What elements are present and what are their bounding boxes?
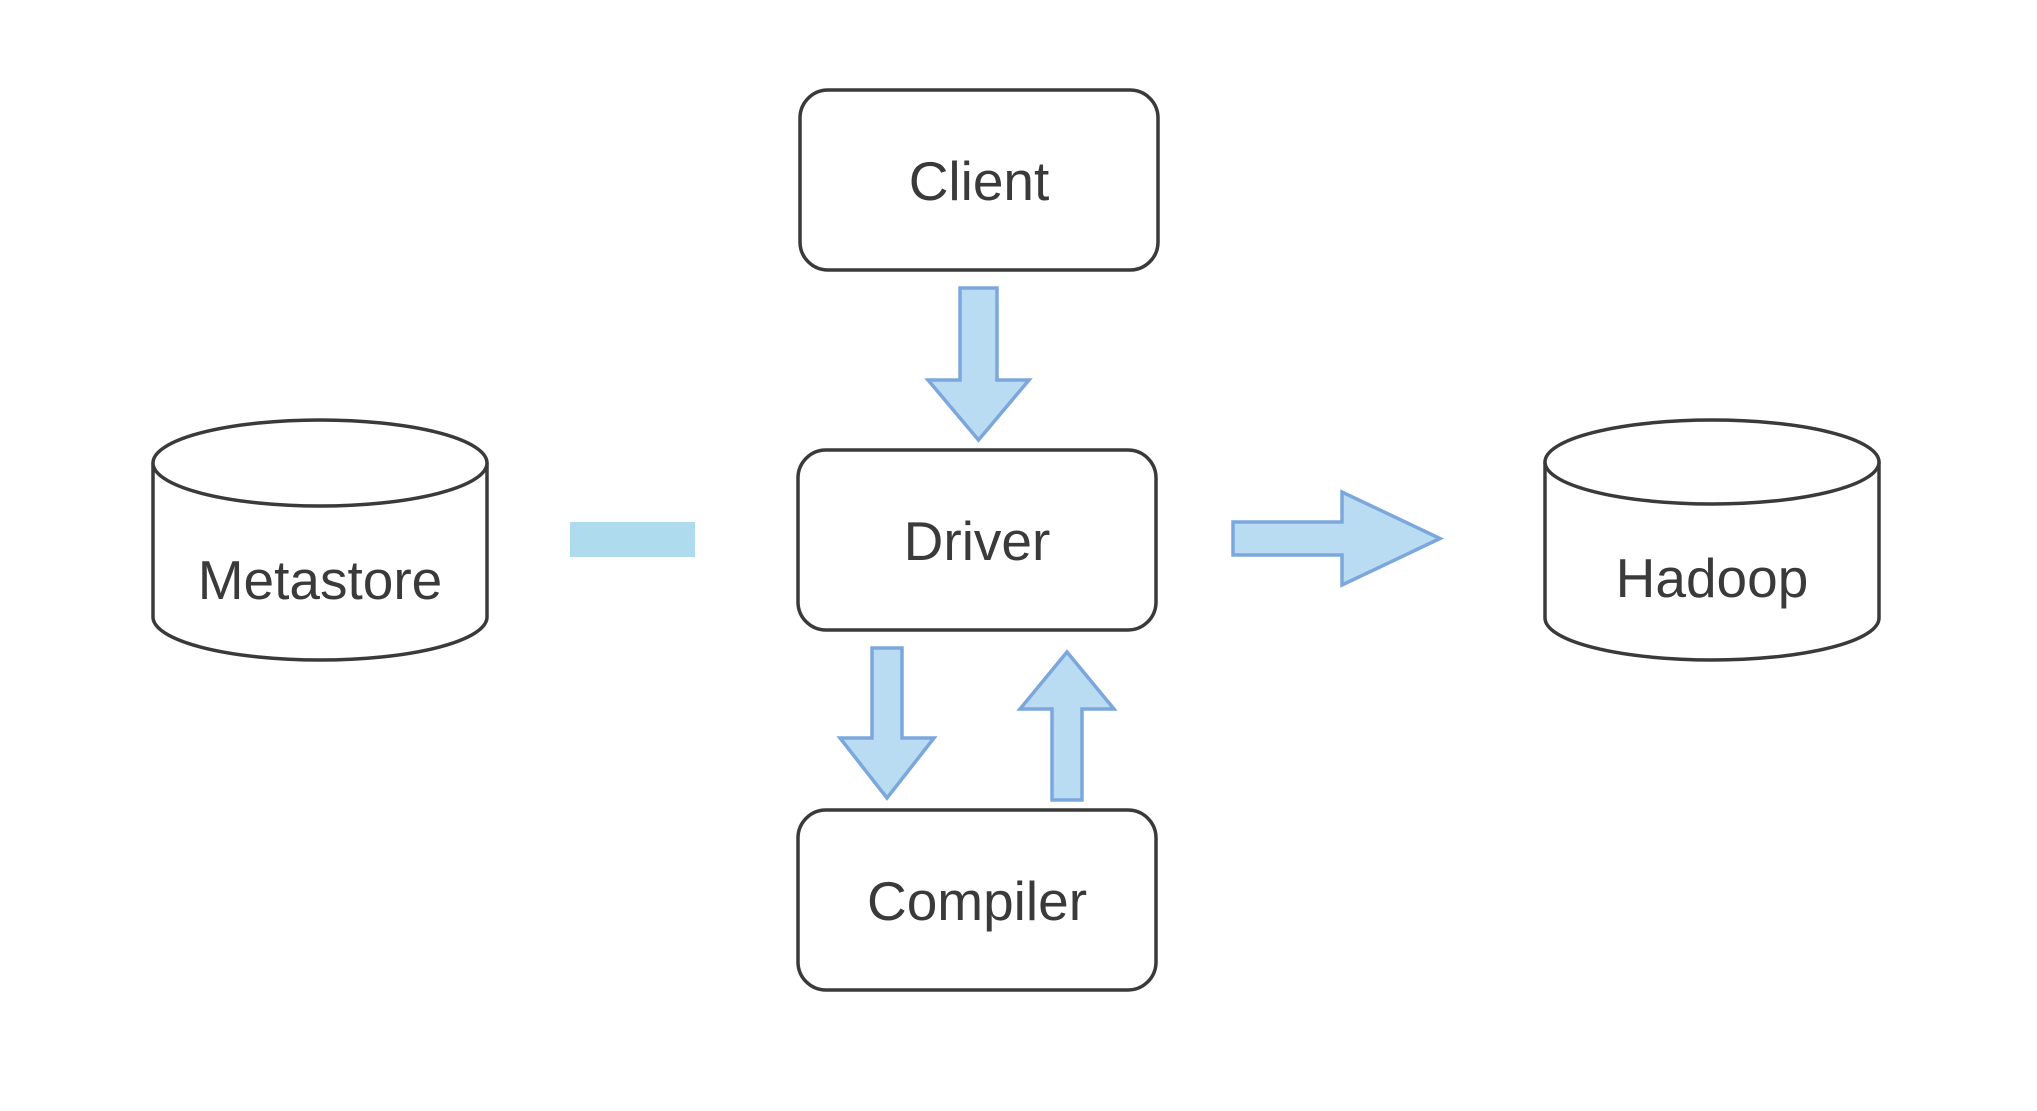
node-client-label: Client	[909, 150, 1050, 212]
node-metastore: Metastore	[151, 418, 489, 662]
arrow-client-to-driver	[924, 286, 1033, 443]
node-hadoop-label: Hadoop	[1616, 547, 1809, 609]
node-client: Client	[798, 88, 1160, 272]
connector-metastore-driver	[570, 522, 695, 557]
arrow-driver-to-hadoop	[1231, 489, 1445, 588]
node-hadoop-cylinder-top	[1543, 418, 1881, 506]
node-driver-label: Driver	[904, 510, 1051, 572]
arrow-driver-to-compiler	[836, 646, 938, 801]
node-driver: Driver	[796, 448, 1158, 632]
node-metastore-cylinder-top	[151, 418, 489, 508]
node-driver-box	[796, 448, 1158, 632]
node-compiler-label: Compiler	[867, 870, 1087, 932]
node-metastore-cylinder-body	[151, 463, 489, 662]
node-compiler-box	[796, 808, 1158, 992]
node-client-box	[798, 88, 1160, 272]
arrow-compiler-to-driver	[1016, 649, 1118, 802]
node-compiler: Compiler	[796, 808, 1158, 992]
node-hadoop-cylinder-body	[1543, 462, 1881, 662]
node-metastore-label: Metastore	[198, 549, 443, 611]
node-hadoop: Hadoop	[1543, 418, 1881, 662]
